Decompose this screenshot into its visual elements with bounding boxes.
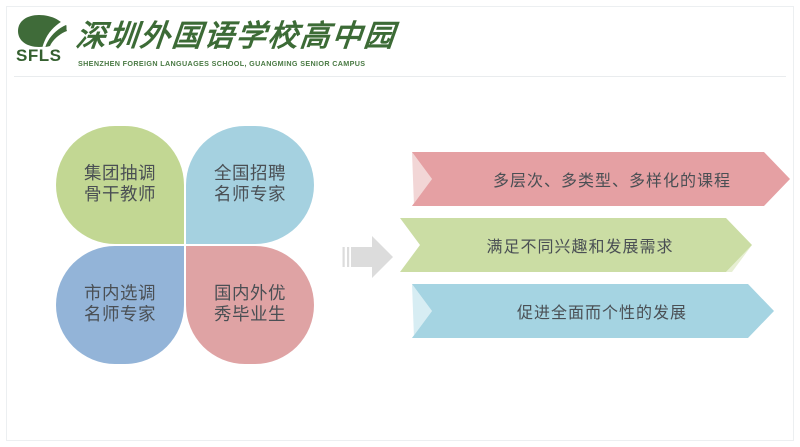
leaf-swoosh-logo-icon — [14, 14, 72, 66]
right-arrow-icon — [341, 231, 397, 283]
petal-bottom-right-line2: 秀毕业生 — [214, 305, 286, 325]
petal-bottom-left-line1: 市内选调 — [84, 283, 156, 304]
petal-top-right-line1: 全国招聘 — [214, 163, 286, 184]
petal-top-left-line1: 集团抽调 — [84, 163, 156, 184]
school-header: SFLS 深圳外国语学校高中园 SHENZHEN FOREIGN LANGUAG… — [14, 14, 774, 72]
curriculum-outcomes-chevrons: 多层次、多类型、多样化的课程 满足不同兴趣和发展需求 促进全面而个性的发展 — [400, 150, 790, 362]
chevron-banner-1-label: 多层次、多类型、多样化的课程 — [492, 171, 731, 190]
header-divider — [14, 76, 786, 77]
petal-bottom-right: 国内外优 秀毕业生 — [186, 246, 314, 364]
chevron-banner-2: 满足不同兴趣和发展需求 — [400, 218, 752, 272]
chevron-banner-1: 多层次、多类型、多样化的课程 — [412, 152, 790, 206]
logo-initials: SFLS — [16, 46, 62, 65]
petal-top-left-line2: 骨干教师 — [84, 185, 156, 205]
petal-bottom-left-line2: 名师专家 — [84, 305, 156, 325]
school-name-english: SHENZHEN FOREIGN LANGUAGES SCHOOL, GUANG… — [78, 59, 366, 68]
petal-bottom-right-line1: 国内外优 — [214, 283, 286, 304]
petal-top-right: 全国招聘 名师专家 — [186, 126, 314, 244]
chevron-banner-2-label: 满足不同兴趣和发展需求 — [486, 237, 674, 256]
chevron-banner-3: 促进全面而个性的发展 — [412, 284, 774, 338]
chevron-banner-3-label: 促进全面而个性的发展 — [516, 303, 687, 322]
petal-top-left: 集团抽调 骨干教师 — [56, 126, 184, 244]
teacher-sources-petal-group: 集团抽调 骨干教师 全国招聘 名师专家 市内选调 名师专家 国内外优 秀毕业生 — [56, 126, 314, 364]
school-name-chinese: 深圳外国语学校高中园 — [74, 19, 398, 54]
petal-top-right-line2: 名师专家 — [214, 185, 286, 205]
petal-bottom-left: 市内选调 名师专家 — [56, 246, 184, 364]
